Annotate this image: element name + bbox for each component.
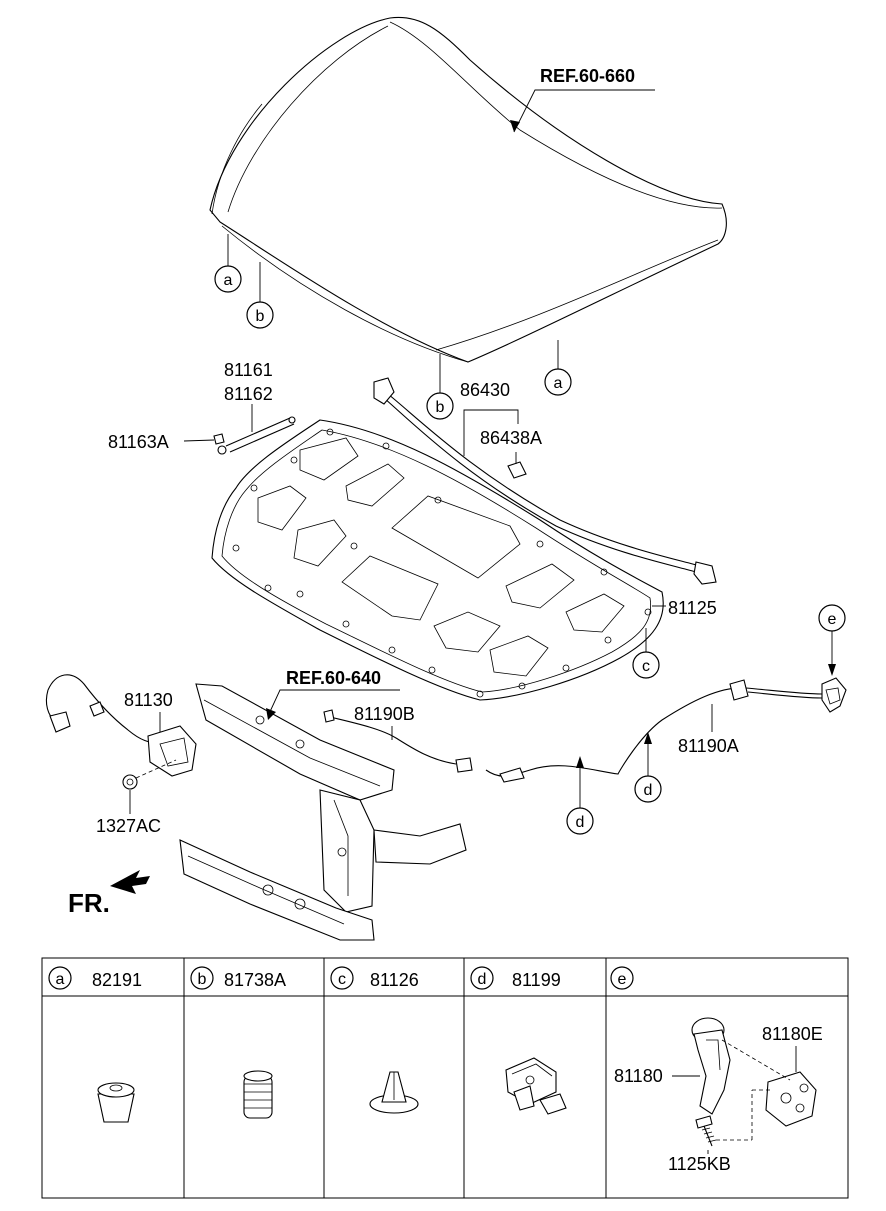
- callout-b-hood-center: b: [426, 354, 454, 420]
- radiator-support-ref-label: REF.60-640: [286, 668, 381, 688]
- release-bracket-icon: [765, 1071, 817, 1127]
- label-81190A: 81190A: [678, 736, 739, 756]
- label-81130: 81130: [124, 690, 173, 710]
- overslam-bumper-icon: [243, 1070, 273, 1119]
- screw-icon: [695, 1115, 717, 1147]
- svg-text:b: b: [256, 308, 265, 325]
- legend-header-c: c 81126: [330, 966, 419, 990]
- legend-header-b: b 81738A: [190, 966, 286, 990]
- label-81190B: 81190B: [354, 704, 415, 724]
- label-1125KB: 1125KB: [668, 1154, 731, 1174]
- cable-clip-icon: [505, 1057, 567, 1115]
- legend-part-d: 81199: [512, 970, 561, 990]
- svg-text:b: b: [198, 971, 207, 988]
- insulator-clip-icon: [369, 1071, 419, 1114]
- label-1327AC: 1327AC: [96, 816, 161, 836]
- svg-text:e: e: [828, 611, 837, 628]
- label-81163A: 81163A: [108, 432, 169, 452]
- callout-d-left: d: [566, 756, 594, 835]
- label-81125: 81125: [668, 598, 717, 618]
- release-handle: [821, 677, 847, 713]
- label-81180E: 81180E: [762, 1024, 823, 1044]
- legend-part-b: 81738A: [224, 970, 286, 990]
- release-lever-icon: [691, 1017, 731, 1115]
- legend-header-d: d 81199: [470, 966, 561, 990]
- svg-text:d: d: [576, 814, 585, 831]
- label-81162: 81162: [224, 384, 273, 404]
- svg-text:c: c: [338, 971, 346, 988]
- hood-ref-label: REF.60-660: [540, 66, 635, 86]
- svg-text:a: a: [224, 272, 233, 289]
- callout-a-hood-left: a: [214, 234, 242, 293]
- label-81161: 81161: [224, 360, 273, 380]
- front-direction-indicator: FR.: [68, 870, 150, 918]
- label-86438A: 86438A: [480, 428, 542, 448]
- callout-e-main: e: [818, 604, 846, 676]
- hood-panel: [209, 16, 727, 363]
- svg-text:a: a: [56, 971, 65, 988]
- svg-text:e: e: [618, 971, 627, 988]
- hood-weatherstrip: [373, 377, 717, 585]
- legend-part-c: 81126: [370, 970, 419, 990]
- svg-text:d: d: [478, 971, 487, 988]
- callout-b-hood-left: b: [246, 262, 274, 329]
- callout-c: c: [632, 628, 660, 679]
- svg-text:c: c: [642, 658, 650, 675]
- bump-stopper-icon: [97, 1082, 135, 1123]
- callout-a-hood-right: a: [544, 340, 572, 396]
- release-cable: [323, 679, 823, 783]
- hood-insulator: [211, 419, 664, 701]
- front-direction-label: FR.: [68, 888, 110, 918]
- radiator-support-frame: [179, 683, 467, 941]
- hood-latch-assembly: [45, 674, 197, 790]
- legend-part-a: 82191: [92, 970, 142, 990]
- svg-text:b: b: [436, 399, 445, 416]
- callout-d-right: d: [634, 732, 662, 803]
- svg-text:d: d: [644, 782, 653, 799]
- parts-legend-table: [41, 957, 849, 1199]
- label-86430: 86430: [460, 380, 510, 400]
- legend-header-e: e: [610, 966, 634, 990]
- label-81180: 81180: [614, 1066, 663, 1086]
- legend-header-a: a 82191: [48, 966, 142, 990]
- hood-lift-strut: [213, 416, 296, 455]
- svg-text:a: a: [554, 375, 563, 392]
